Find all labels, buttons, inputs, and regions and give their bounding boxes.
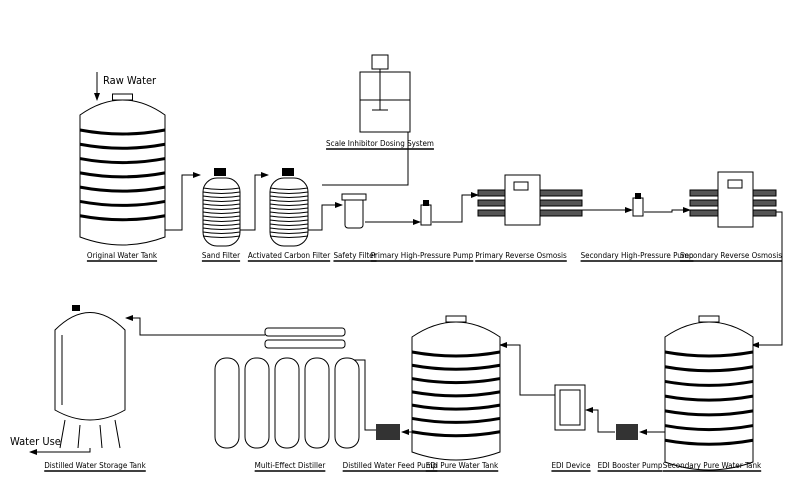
edi-device-label: EDI Device bbox=[551, 461, 591, 470]
safety-filter bbox=[341, 193, 367, 229]
distilled-water-storage-tank-label: Distilled Water Storage Tank bbox=[44, 461, 146, 470]
activated-carbon-filter bbox=[269, 168, 309, 247]
multi-effect-distiller bbox=[214, 327, 360, 449]
secondary-high-pressure-pump-label: Secondary High-Pressure Pump bbox=[581, 251, 694, 260]
secondary-reverse-osmosis-label: Secondary Reverse Osmosis bbox=[680, 251, 782, 260]
scale-inhibitor-dosing-system bbox=[359, 54, 411, 133]
primary-high-pressure-pump-label: Primary High-Pressure Pump bbox=[371, 251, 474, 260]
original-water-tank-label: Original Water Tank bbox=[87, 251, 158, 260]
scale-inhibitor-dosing-system-label: Scale Inhibitor Dosing System bbox=[326, 139, 434, 148]
multi-effect-distiller-label: Multi-Effect Distiller bbox=[255, 461, 326, 470]
activated-carbon-filter-label: Activated Carbon Filter bbox=[248, 251, 330, 260]
secondary-high-pressure-pump bbox=[632, 193, 644, 217]
secondary-pure-water-tank-label: Secondary Pure Water Tank bbox=[663, 461, 762, 470]
edi-pure-water-tank bbox=[411, 315, 501, 461]
secondary-reverse-osmosis bbox=[689, 171, 777, 228]
primary-reverse-osmosis-label: Primary Reverse Osmosis bbox=[475, 251, 567, 260]
secondary-pure-water-tank bbox=[664, 315, 754, 471]
edi-booster-pump-label: EDI Booster Pump bbox=[598, 461, 663, 470]
edi-device bbox=[554, 384, 586, 431]
sand-filter bbox=[202, 168, 241, 247]
distilled-water-storage-tank bbox=[54, 305, 126, 449]
primary-reverse-osmosis bbox=[477, 174, 583, 226]
distilled-water-feed-pump-label: Distilled Water Feed Pump bbox=[343, 461, 438, 470]
original-water-tank bbox=[79, 93, 166, 246]
edi-pure-water-tank-label: EDI Pure Water Tank bbox=[426, 461, 499, 470]
sand-filter-label: Sand Filter bbox=[202, 251, 240, 260]
pipelines bbox=[29, 72, 783, 455]
safety-filter-label: Safety Filter bbox=[333, 251, 376, 260]
distilled-water-feed-pump bbox=[376, 424, 400, 440]
primary-high-pressure-pump bbox=[420, 200, 432, 226]
edi-booster-pump bbox=[616, 424, 638, 440]
water-use-label: Water Use bbox=[10, 435, 61, 448]
raw-water-label: Raw Water bbox=[103, 74, 157, 87]
